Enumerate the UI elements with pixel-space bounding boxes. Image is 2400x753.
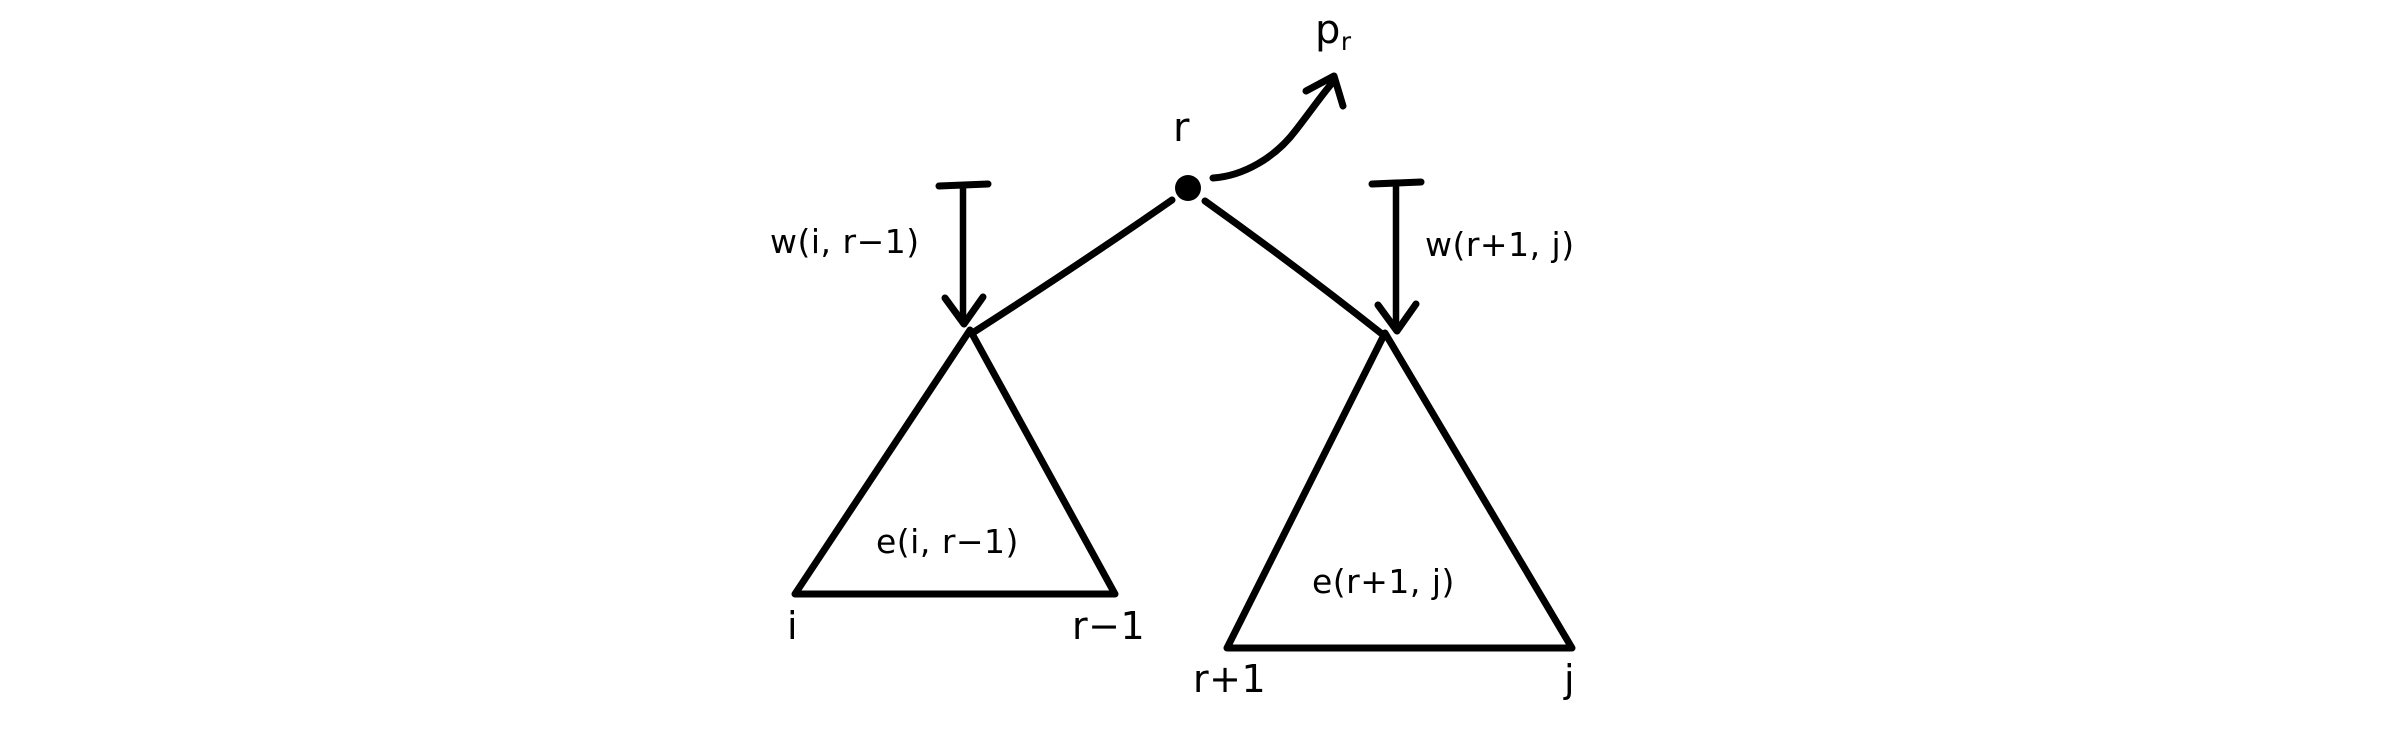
right-subtree-start-label: r+1 [1193, 657, 1267, 701]
right-triangle-outline [1223, 329, 1576, 652]
probability-subscript: r [1340, 27, 1352, 57]
right-depth-measure-arrow [1368, 178, 1425, 335]
probability-base: p [1315, 7, 1341, 53]
left-triangle-outline [791, 326, 1119, 598]
left-weight-label: w(i, r−1) [770, 222, 920, 261]
left-subtree-start-label: i [787, 604, 799, 648]
root-label: r [1173, 105, 1190, 151]
probability-label: pr [1315, 7, 1351, 54]
tree-edges [970, 196, 1386, 338]
right-measure-arrowhead [1374, 300, 1420, 335]
callout-arrow-head [1302, 72, 1347, 110]
root-node[interactable] [1175, 175, 1201, 201]
probability-callout-arrow [1209, 72, 1347, 182]
left-subtree-triangle [791, 326, 1119, 598]
left-measure-arrowhead [941, 293, 987, 328]
left-depth-measure-arrow [935, 180, 992, 328]
right-weight-label: w(r+1, j) [1425, 225, 1575, 264]
callout-arrow-curve [1209, 78, 1337, 182]
edge-root-to-left-subtree [970, 196, 1176, 336]
right-expected-cost-label: e(r+1, j) [1312, 562, 1455, 601]
left-subtree-end-label: r−1 [1072, 604, 1146, 648]
root-node-dot [1175, 175, 1201, 201]
edge-root-to-right-subtree [1201, 197, 1386, 338]
right-subtree-end-label: j [1564, 657, 1576, 701]
left-expected-cost-label: e(i, r−1) [876, 522, 1019, 561]
right-subtree-triangle [1223, 329, 1576, 652]
